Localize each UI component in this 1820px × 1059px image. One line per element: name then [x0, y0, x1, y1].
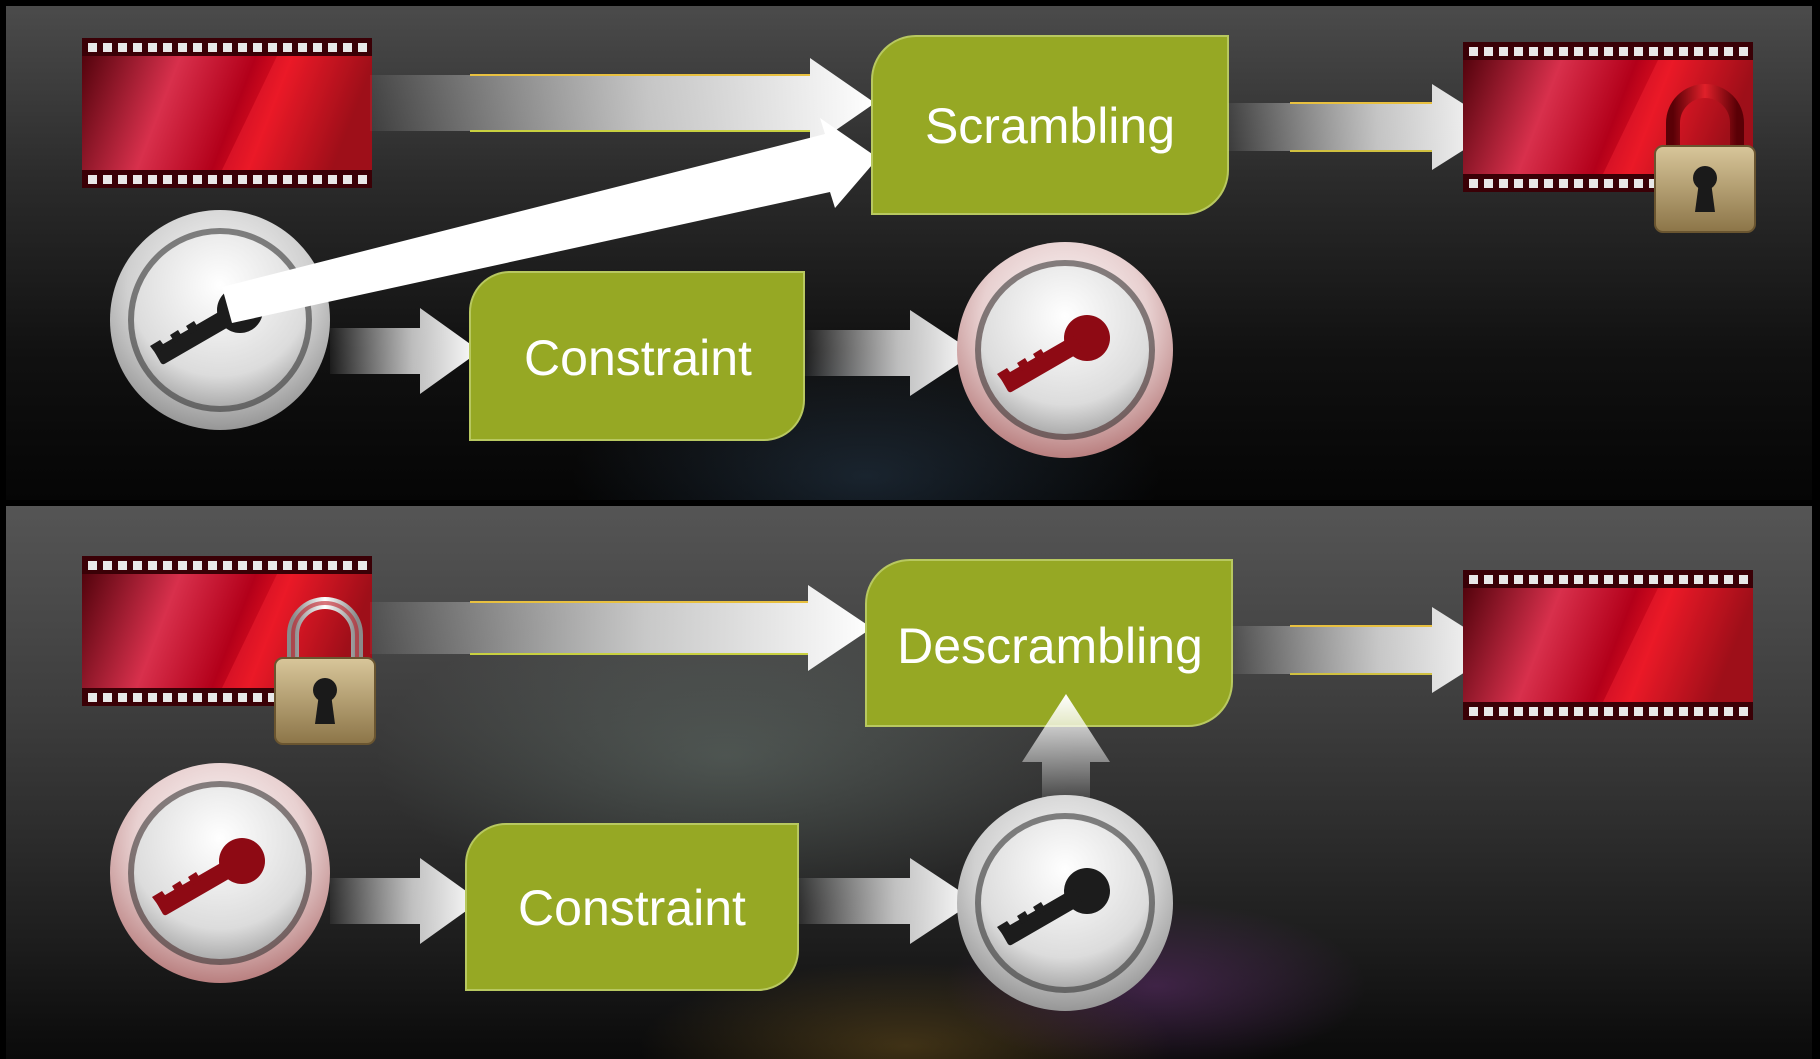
- constraint-label: Constraint: [524, 330, 752, 386]
- arrow-icon: [330, 858, 480, 944]
- constraint-box: Constraint: [465, 823, 799, 991]
- arrow-icon: [804, 310, 975, 396]
- key-disc-output: [957, 795, 1173, 1011]
- descrambling-label: Descrambling: [897, 618, 1203, 674]
- arrow-icon: [330, 308, 480, 394]
- arrow-icon: [370, 58, 875, 148]
- scrambling-label: Scrambling: [925, 98, 1175, 154]
- key-disc-input: [110, 763, 330, 983]
- input-film-strip-icon: [82, 38, 372, 188]
- key-disc-input: [110, 210, 330, 430]
- arrow-icon: [798, 858, 975, 944]
- arrow-icon: [1022, 694, 1110, 800]
- output-film-strip-icon: [1463, 570, 1753, 720]
- constraint-box: Constraint: [469, 271, 805, 441]
- constraint-label: Constraint: [518, 880, 746, 936]
- scrambling-box: Scrambling: [871, 35, 1229, 215]
- arrow-icon: [222, 118, 878, 323]
- arrow-icon: [1232, 607, 1500, 693]
- descrambling-box: Descrambling: [865, 559, 1233, 727]
- arrow-icon: [370, 585, 872, 671]
- key-disc-output: [957, 242, 1173, 458]
- arrow-icon: [1228, 84, 1500, 170]
